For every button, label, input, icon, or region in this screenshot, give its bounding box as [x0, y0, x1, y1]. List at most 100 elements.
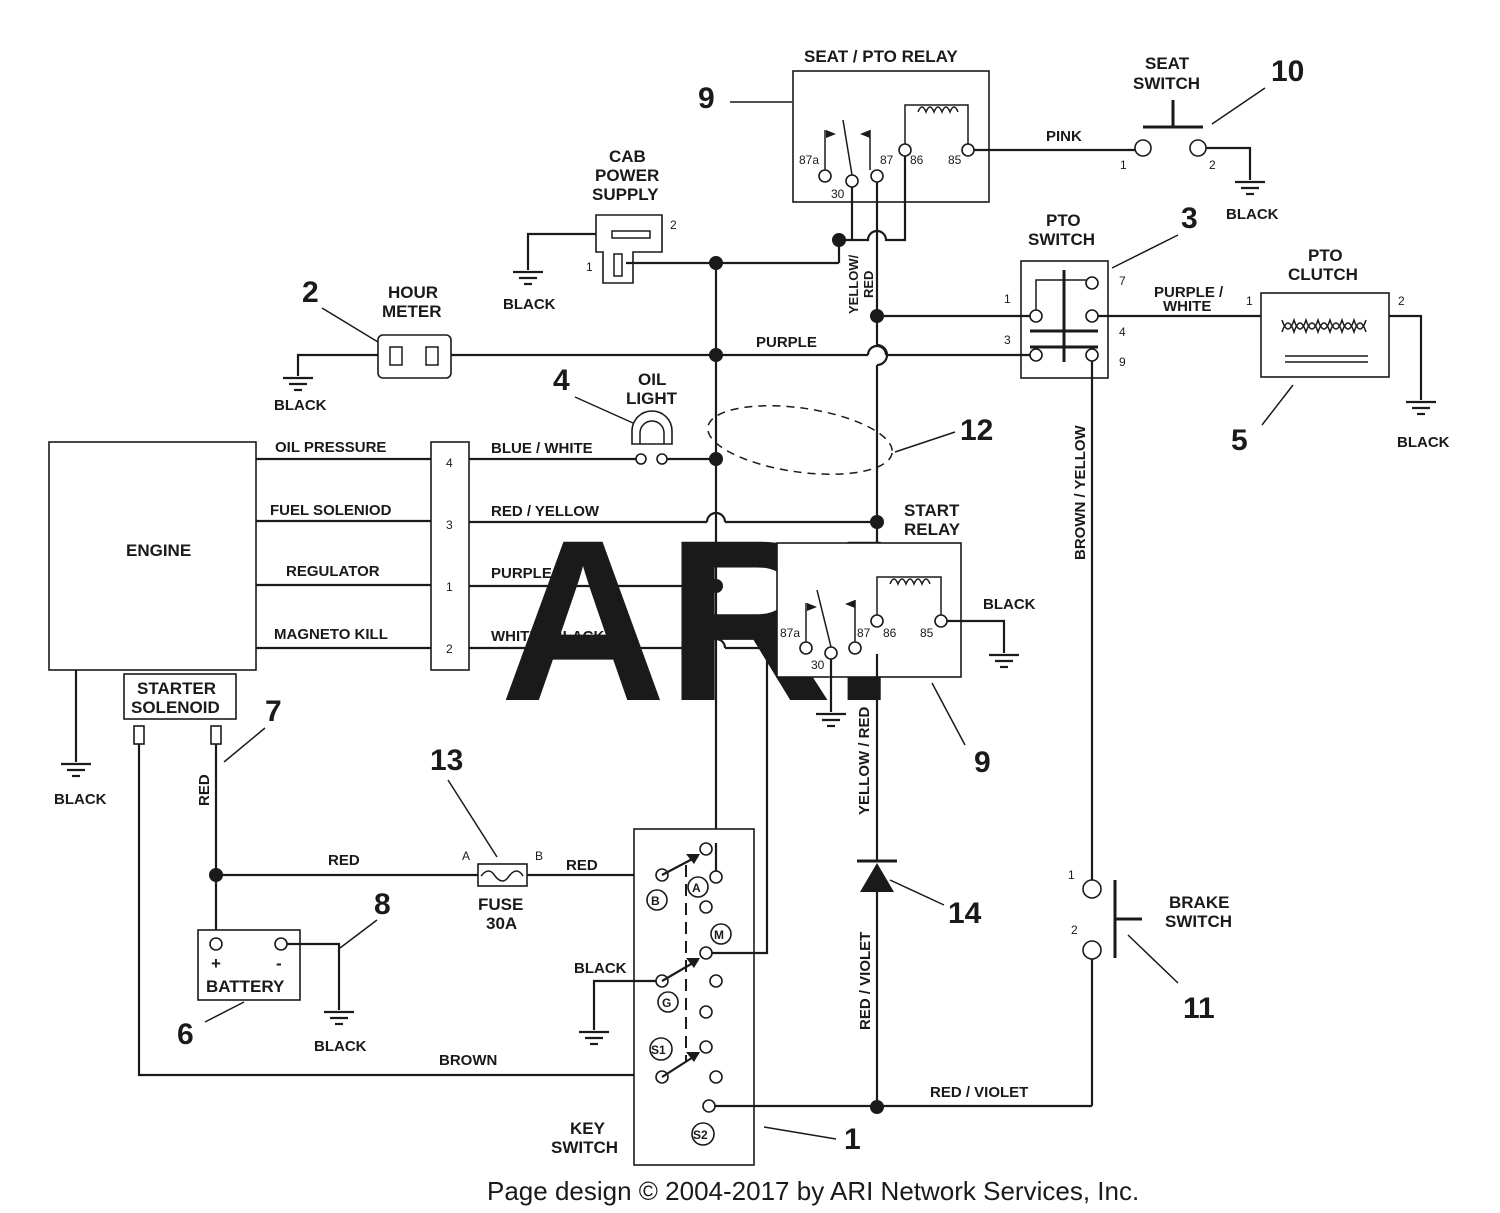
wire-brown-yellow-label: BROWN / YELLOW	[1072, 424, 1089, 560]
wire-red-vertical-label: RED	[196, 774, 213, 806]
wire-pink-label: PINK	[1046, 128, 1082, 145]
oil-light: OIL LIGHT 4	[553, 364, 678, 465]
seat-switch: SEAT SWITCH 10 1 2 BLACK	[1120, 54, 1304, 223]
fuse-title1: FUSE	[478, 895, 523, 914]
seat-switch-ground-label: BLACK	[1226, 206, 1279, 223]
cab-title1: CAB	[609, 147, 646, 166]
brake-switch-title1: BRAKE	[1169, 893, 1229, 912]
cab-title2: POWER	[595, 166, 659, 185]
seat-relay-pin-87: 87	[880, 153, 894, 167]
seat-switch-pin2: 2	[1209, 158, 1216, 172]
wire-red-yellow-label: RED / YELLOW	[491, 503, 600, 520]
seat-relay-pin-85: 85	[948, 153, 962, 167]
wire-blue-white-label: BLUE / WHITE	[491, 440, 593, 457]
wire-oil-pressure-label: OIL PRESSURE	[275, 439, 386, 456]
fuse: 13 A B FUSE 30A	[430, 744, 543, 933]
wire-regulator-label: REGULATOR	[286, 563, 380, 580]
brake-switch-title2: SWITCH	[1165, 912, 1232, 931]
seat-switch-title1: SEAT	[1145, 54, 1190, 73]
start-relay-pin-87a: 87a	[780, 626, 800, 640]
engine-ground-label: BLACK	[54, 791, 107, 808]
oil-light-ref: 4	[553, 364, 570, 397]
hour-meter-title2: METER	[382, 302, 442, 321]
battery-ground-label: BLACK	[314, 1038, 367, 1055]
cab-title3: SUPPLY	[592, 185, 659, 204]
oil-light-title1: OIL	[638, 370, 666, 389]
engine-connector-pin2: 2	[446, 642, 453, 656]
key-terminal-m: M	[714, 928, 724, 942]
starter-solenoid-title2: SOLENOID	[131, 698, 220, 717]
key-switch-title1: KEY	[570, 1119, 606, 1138]
fuse-title2: 30A	[486, 914, 517, 933]
battery: + - BATTERY 6 8 BLACK	[177, 888, 391, 1055]
pto-switch-title1: PTO	[1046, 211, 1081, 230]
harness-ref: 12	[960, 414, 993, 447]
seat-relay-pin-86: 86	[910, 153, 924, 167]
wire-brown-label: BROWN	[439, 1052, 497, 1069]
start-relay-ground-label: BLACK	[983, 596, 1036, 613]
engine-connector-pin3: 3	[446, 518, 453, 532]
start-relay-pin-30: 30	[811, 658, 825, 672]
hour-meter-title1: HOUR	[388, 283, 438, 302]
hour-meter-ground-label: BLACK	[274, 397, 327, 414]
engine-connector-pin4: 4	[446, 456, 453, 470]
starter-solenoid-title1: STARTER	[137, 679, 216, 698]
key-switch-title2: SWITCH	[551, 1138, 618, 1157]
start-relay-pin-86: 86	[883, 626, 897, 640]
cab-pin2: 2	[670, 218, 677, 232]
footer-copyright: Page design © 2004-2017 by ARI Network S…	[487, 1176, 1139, 1206]
starter-solenoid: STARTER SOLENOID 7	[123, 673, 282, 763]
pto-switch-pin9: 9	[1119, 355, 1126, 369]
pto-switch: PTO SWITCH 3 1 3 7 4 9	[1004, 202, 1198, 379]
wire-purple-top-label: PURPLE	[756, 334, 817, 351]
wire-fuel-solenoid-label: FUEL SOLENIOD	[270, 502, 392, 519]
key-ground-label: BLACK	[574, 960, 627, 977]
battery-ref: 6	[177, 1018, 194, 1051]
pto-switch-pin7: 7	[1119, 274, 1126, 288]
diode: 14 RED / VIOLET	[857, 859, 982, 1107]
wire-red-violet-label: RED / VIOLET	[930, 1084, 1028, 1101]
start-relay-title1: START	[904, 501, 960, 520]
hour-meter-ref: 2	[302, 276, 319, 309]
start-relay-ref: 9	[974, 746, 991, 779]
wire-purple-label: PURPLE	[491, 565, 552, 582]
pto-switch-pin4: 4	[1119, 325, 1126, 339]
seat-switch-pin1: 1	[1120, 158, 1127, 172]
fuse-ref: 13	[430, 744, 463, 777]
cab-pin1: 1	[586, 260, 593, 274]
pto-clutch-ref: 5	[1231, 424, 1248, 457]
wire-purple-white-label1: PURPLE /	[1154, 284, 1224, 301]
pto-clutch-title2: CLUTCH	[1288, 265, 1358, 284]
cab-power-supply: CAB POWER SUPPLY 2 1 BLACK	[503, 147, 677, 313]
pto-clutch-pin1: 1	[1246, 294, 1253, 308]
engine: ENGINE OIL PRESSURE FUEL SOLENIOD REGULA…	[48, 439, 470, 808]
wire-red-violet-vertical-label: RED / VIOLET	[857, 932, 874, 1030]
fuse-pin-a: A	[462, 849, 470, 863]
wire-yellow-red-top1: YELLOW/	[846, 254, 861, 314]
cab-ground-label: BLACK	[503, 296, 556, 313]
seat-pto-relay-box	[792, 70, 990, 203]
diode-ref: 14	[948, 897, 982, 930]
pto-clutch-ground-label: BLACK	[1397, 434, 1450, 451]
seat-relay-pin-30: 30	[831, 187, 845, 201]
pto-switch-ref: 3	[1181, 202, 1198, 235]
engine-title: ENGINE	[126, 541, 191, 560]
starter-solenoid-ref: 7	[265, 695, 282, 728]
start-relay-pin-85: 85	[920, 626, 934, 640]
brake-switch: 1 2 BRAKE SWITCH 11	[1068, 868, 1232, 1025]
wire-yellow-red-label: YELLOW / RED	[856, 707, 873, 816]
battery-title: BATTERY	[206, 977, 285, 996]
key-switch: B A M G S1 S2 KEY SWITCH 1	[551, 828, 861, 1166]
key-terminal-s2: S2	[693, 1128, 708, 1142]
brake-switch-ref: 11	[1183, 992, 1215, 1025]
key-terminal-b: B	[651, 894, 660, 908]
wire-red-label-2: RED	[566, 857, 598, 874]
start-relay-title2: RELAY	[904, 520, 961, 539]
brake-switch-pin2: 2	[1071, 923, 1078, 937]
seat-pto-relay-title: SEAT / PTO RELAY	[804, 47, 958, 66]
pto-switch-pin3: 3	[1004, 333, 1011, 347]
battery-plus: +	[211, 954, 221, 973]
wire-white-black-label: WHITE / BLACK	[491, 628, 604, 645]
brake-switch-pin1: 1	[1068, 868, 1075, 882]
